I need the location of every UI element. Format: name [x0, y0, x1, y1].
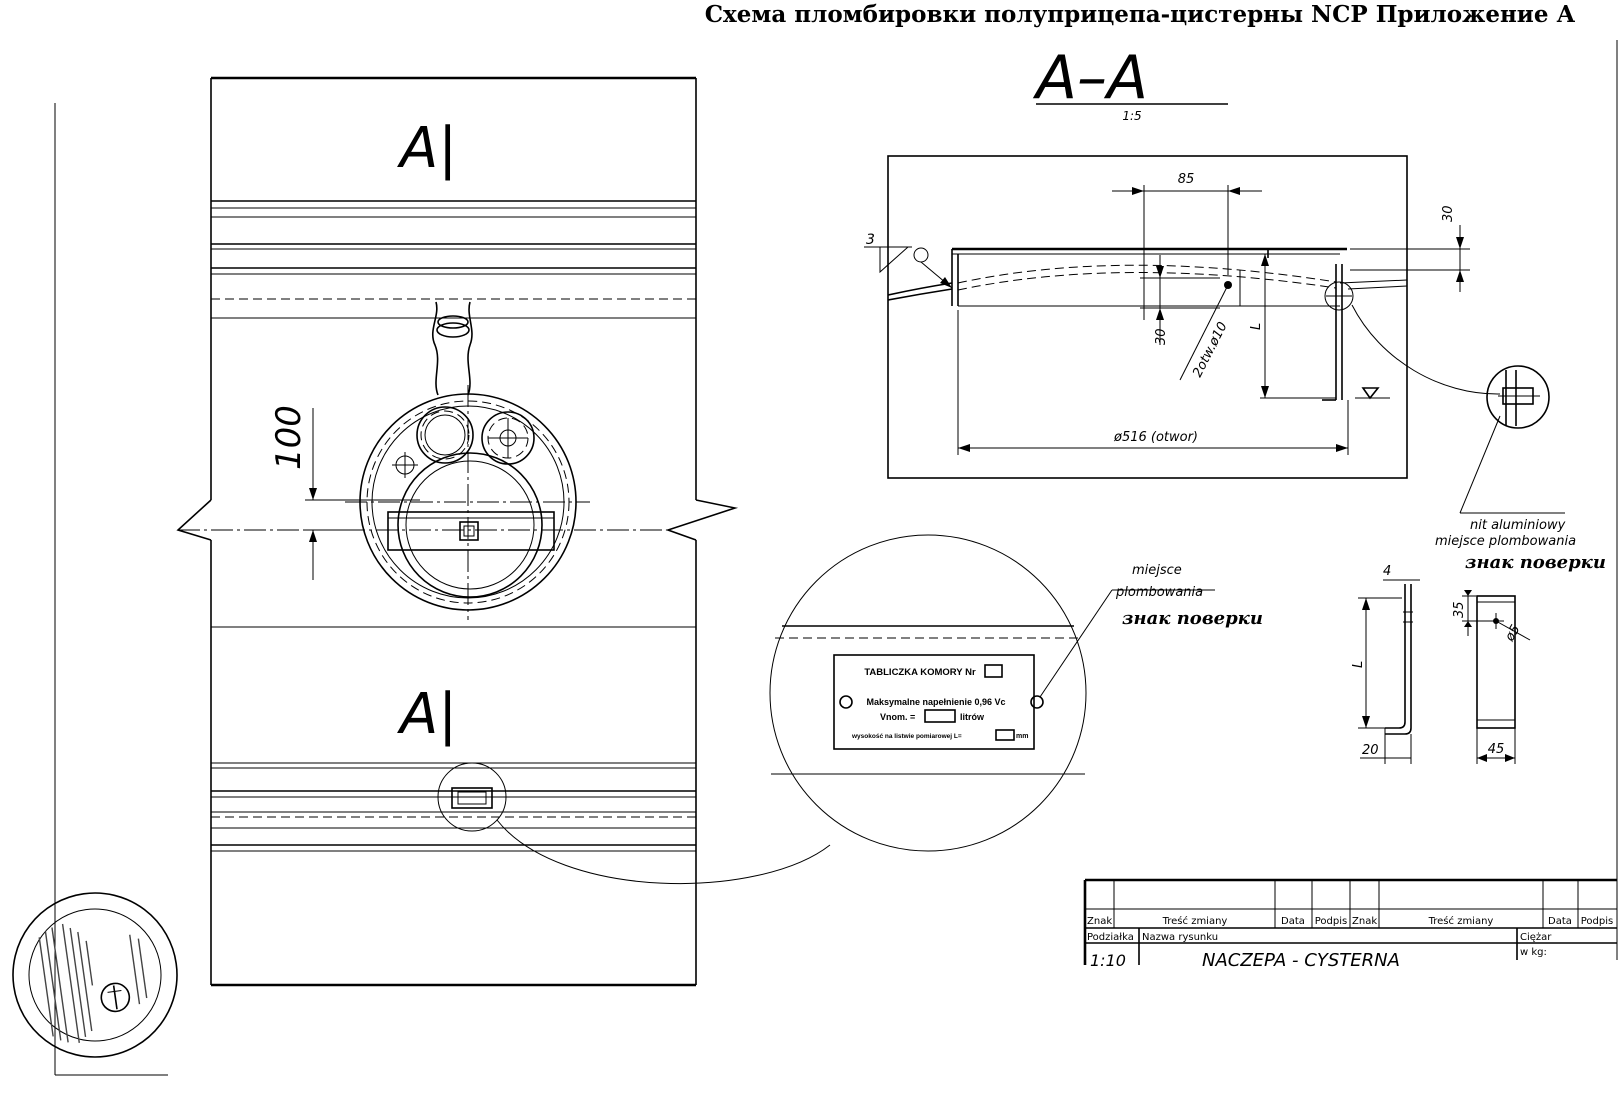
title-block: Znak Treść zmiany Data Podpis Znak Treść… — [1083, 878, 1617, 971]
section-dim-L: L — [1249, 323, 1264, 330]
tb-col-podpis: Podpis — [1315, 916, 1347, 927]
plate-line3-prefix: Vnom. = — [880, 712, 915, 722]
plate-callout-line3: знак поверки — [1122, 608, 1263, 629]
tb-col-data: Data — [1281, 916, 1305, 927]
bracket-dim-20: 20 — [1362, 743, 1379, 758]
section-mark-lower: A| — [397, 682, 457, 747]
bracket-dim-4: 4 — [1383, 564, 1391, 579]
bracket-front-view: 35 ø5 45 — [1452, 590, 1531, 764]
tb-drawing-name: NACZEPA - CYSTERNA — [1202, 950, 1400, 971]
plate-rivet-left — [839, 695, 853, 709]
bracket-dim-45: 45 — [1488, 742, 1505, 757]
section-opening-label: ø516 (otwor) — [1113, 430, 1198, 445]
plate-line4-suffix: mm — [1016, 733, 1028, 740]
plate-rivet-right — [1030, 695, 1044, 709]
tb-scale-value: 1:10 — [1090, 951, 1126, 970]
plate-line2: Maksymalne napełnienie 0,96 Vc — [866, 697, 1005, 707]
page-title: Схема пломбировки полуприцепа-цистерны N… — [705, 1, 1576, 28]
bracket-dim-L: L — [1351, 661, 1366, 668]
section-frame — [887, 155, 1408, 479]
tb-podzialka: Podziałka — [1087, 932, 1134, 943]
tb-nazwa: Nazwa rysunku — [1142, 932, 1218, 943]
section-mark-upper: A| — [397, 116, 457, 181]
tb-col-znak: Znak — [1087, 916, 1112, 927]
rivet-callout-line1: nit aluminiowy — [1470, 518, 1566, 533]
section-dim-85: 85 — [1178, 172, 1195, 187]
tb-ciezar: Ciężar — [1520, 932, 1552, 943]
dimension-100: 100 — [269, 405, 309, 470]
tb-col-data2: Data — [1548, 916, 1572, 927]
plate-callout-line1: miejsce — [1132, 563, 1182, 578]
plate-title: TABLICZKA KOMORY Nr — [864, 667, 976, 678]
official-stamp — [12, 892, 178, 1058]
bracket-dim-d5: ø5 — [1502, 622, 1524, 644]
section-dim-30-left: 30 — [1154, 328, 1169, 345]
plate-detail-circle: TABLICZKA KOMORY Nr Maksymalne napełnien… — [769, 534, 1215, 852]
plate-line4-prefix: wysokość na listwie pomiarowej L= — [851, 733, 962, 740]
detail-leader-line — [496, 819, 831, 885]
tb-col-podpis2: Podpis — [1581, 916, 1613, 927]
rivet-callout-line3: знак поверки — [1465, 552, 1606, 573]
plate-line3-suffix: litrów — [960, 712, 985, 722]
tb-col-tresc: Treść zmiany — [1162, 915, 1228, 927]
tb-col-znak2: Znak — [1352, 916, 1377, 927]
section-dim-30-top: 30 — [1441, 205, 1456, 222]
rivet-detail — [1351, 304, 1565, 514]
section-scale: 1:5 — [1122, 109, 1141, 123]
chamber-plate — [833, 654, 1035, 750]
bracket-side-view: 4 L 20 — [1351, 564, 1420, 764]
plate-callout-line2: plombowania — [1115, 585, 1203, 600]
section-hole-label: 2otw.ø10 — [1190, 320, 1230, 380]
rivet-callout-line2: miejsce plombowania — [1435, 534, 1576, 549]
tb-wkg: w kg: — [1520, 947, 1547, 958]
section-aa: A–A 1:5 L — [864, 43, 1470, 479]
section-label: A–A — [1032, 43, 1148, 113]
top-view: A| A| — [176, 76, 739, 987]
section-weld-symbol: 3 — [866, 232, 875, 248]
tb-col-tresc2: Treść zmiany — [1428, 915, 1494, 927]
bracket-dim-35: 35 — [1452, 601, 1467, 618]
